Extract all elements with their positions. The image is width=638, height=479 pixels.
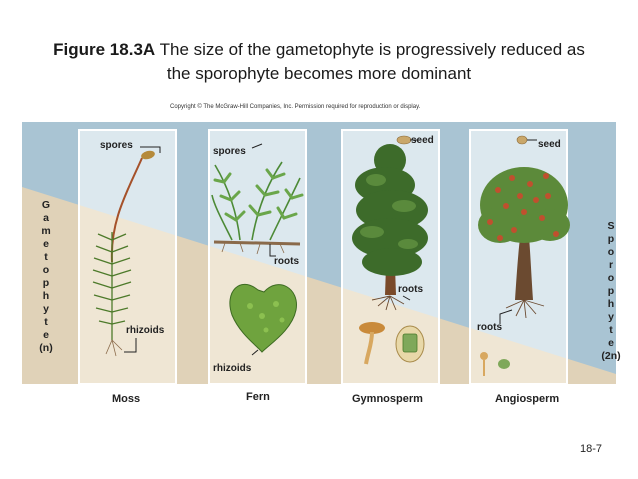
gymnosperm-winged-seed xyxy=(396,135,420,145)
gymnosperm-seedling xyxy=(359,322,385,365)
caption-line-1: The size of the gametophyte is progressi… xyxy=(159,40,585,59)
angiosperm-seedling xyxy=(480,352,510,376)
panel-label-gymnosperm: Gymnosperm xyxy=(352,393,423,405)
panel-moss xyxy=(78,129,177,385)
figure-number: Figure 18.3A xyxy=(53,40,156,59)
slide-number: 18-7 xyxy=(579,443,602,455)
moss-capsule xyxy=(141,150,155,160)
panel-gymnosperm xyxy=(341,129,440,385)
figure-title: Figure 18.3A The size of the gametophyte… xyxy=(0,38,638,86)
copyright-notice: Copyright © The McGraw-Hill Companies, I… xyxy=(170,104,421,110)
panel-fern xyxy=(208,129,307,385)
gymnosperm-seed-section xyxy=(395,325,425,363)
panel-angiosperm xyxy=(469,129,570,385)
panel-label-moss: Moss xyxy=(112,393,141,405)
angiosperm-roots-label: roots xyxy=(477,322,502,333)
moss-spores-label: spores xyxy=(100,140,133,151)
panel-label-fern: Fern xyxy=(246,391,270,403)
moss-rhizoids-label: rhizoids xyxy=(126,325,165,336)
gymnosperm-seed-label: seed xyxy=(411,135,434,146)
fern-roots-label: roots xyxy=(274,256,299,267)
gymnosperm-roots-label: roots xyxy=(398,284,423,295)
caption-line-2: the sporophyte becomes more dominant xyxy=(166,64,472,83)
fern-spores-label: spores xyxy=(213,146,246,157)
panel-label-angiosperm: Angiosperm xyxy=(495,393,560,405)
angiosperm-seed xyxy=(516,135,528,145)
angiosperm-seed-label: seed xyxy=(538,139,561,150)
fern-rhizoids-label: rhizoids xyxy=(213,363,252,374)
